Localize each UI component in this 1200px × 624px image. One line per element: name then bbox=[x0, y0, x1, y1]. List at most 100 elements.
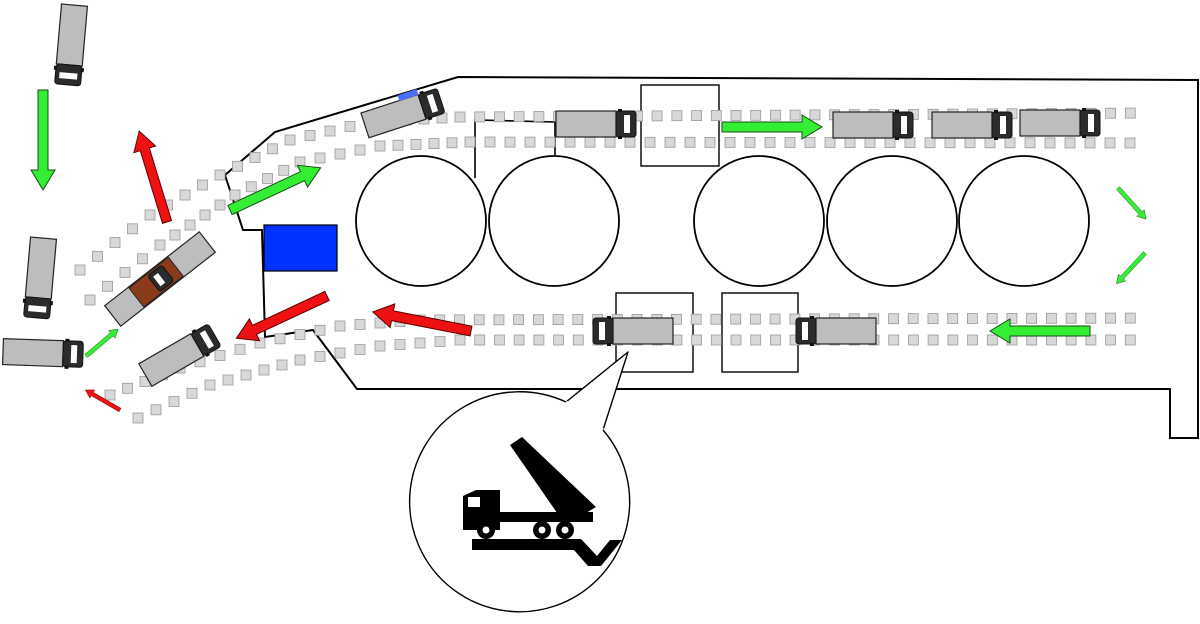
track-marker bbox=[314, 324, 326, 336]
track-marker bbox=[278, 164, 290, 176]
track-marker bbox=[584, 136, 596, 148]
track-marker bbox=[132, 412, 144, 424]
track-marker bbox=[644, 136, 656, 148]
track-marker bbox=[258, 364, 270, 376]
truck bbox=[931, 109, 1013, 141]
track-marker bbox=[884, 137, 896, 149]
track-marker bbox=[284, 134, 296, 146]
track-marker bbox=[344, 121, 356, 132]
track-marker bbox=[1085, 334, 1097, 346]
green-arrow bbox=[30, 89, 56, 191]
truck bbox=[1019, 107, 1101, 139]
track-marker bbox=[730, 110, 742, 121]
track-marker bbox=[724, 136, 736, 148]
track-marker bbox=[1105, 312, 1116, 324]
track-marker bbox=[493, 314, 505, 326]
track-marker bbox=[473, 314, 485, 326]
track-marker bbox=[710, 334, 722, 346]
track-marker bbox=[552, 314, 564, 326]
track-marker bbox=[533, 111, 545, 122]
track-marker bbox=[824, 137, 836, 148]
track-marker bbox=[119, 267, 131, 278]
track-marker bbox=[1004, 137, 1016, 149]
track-marker bbox=[544, 136, 556, 148]
track-marker bbox=[154, 239, 166, 251]
truck bbox=[137, 321, 223, 389]
track-marker bbox=[967, 334, 978, 346]
track-marker bbox=[374, 140, 386, 152]
track-marker bbox=[513, 334, 525, 346]
truck bbox=[832, 109, 914, 141]
truck-roof-marker bbox=[397, 89, 419, 101]
track-marker bbox=[967, 313, 978, 324]
storage-tank bbox=[826, 155, 958, 287]
track-marker bbox=[334, 320, 346, 332]
track-marker bbox=[651, 110, 663, 122]
track-marker bbox=[434, 336, 446, 347]
track-marker bbox=[671, 110, 683, 122]
track-marker bbox=[710, 110, 722, 121]
track-marker bbox=[484, 136, 496, 148]
track-marker bbox=[844, 137, 856, 149]
track-marker bbox=[204, 379, 216, 391]
track-marker bbox=[664, 136, 676, 148]
track-marker bbox=[1105, 107, 1116, 119]
track-marker bbox=[144, 209, 156, 221]
track-marker bbox=[888, 313, 899, 325]
track-marker bbox=[304, 130, 316, 141]
track-marker bbox=[1085, 312, 1097, 324]
track-marker bbox=[504, 136, 516, 148]
green-arrow bbox=[82, 324, 122, 361]
track-marker bbox=[704, 136, 716, 148]
track-marker bbox=[234, 343, 246, 355]
track-marker bbox=[214, 169, 226, 181]
track-marker bbox=[904, 137, 916, 149]
track-marker bbox=[169, 229, 181, 241]
track-marker bbox=[1105, 334, 1116, 346]
loaded-truck bbox=[103, 230, 217, 328]
track-marker bbox=[267, 143, 278, 155]
storage-tank bbox=[355, 155, 487, 287]
storage-tank bbox=[958, 155, 1090, 287]
track-marker bbox=[150, 404, 162, 416]
track-marker bbox=[199, 209, 211, 221]
track-marker bbox=[1024, 137, 1036, 149]
track-marker bbox=[789, 109, 801, 121]
track-marker bbox=[524, 136, 536, 148]
track-marker bbox=[314, 351, 326, 362]
track-marker bbox=[750, 313, 761, 325]
red-arrow bbox=[82, 385, 123, 415]
track-marker bbox=[924, 137, 936, 149]
track-marker bbox=[744, 136, 756, 148]
track-marker bbox=[804, 137, 816, 148]
track-marker bbox=[454, 111, 466, 123]
track-marker bbox=[276, 359, 288, 371]
track-marker bbox=[414, 337, 426, 349]
track-marker bbox=[454, 334, 466, 346]
track-marker bbox=[927, 313, 939, 325]
track-marker bbox=[1046, 312, 1057, 324]
track-marker bbox=[354, 344, 366, 355]
track-marker bbox=[294, 329, 306, 340]
track-marker bbox=[710, 313, 722, 325]
track-marker bbox=[690, 313, 702, 325]
track-marker bbox=[604, 136, 616, 148]
truck bbox=[795, 315, 877, 347]
track-marker bbox=[446, 137, 458, 149]
track-marker bbox=[249, 152, 261, 163]
track-marker bbox=[564, 136, 576, 148]
truck bbox=[51, 3, 91, 87]
track-marker bbox=[947, 313, 959, 324]
track-marker bbox=[374, 340, 386, 352]
track-marker bbox=[1006, 312, 1018, 324]
track-marker bbox=[1104, 137, 1116, 149]
track-marker bbox=[1044, 137, 1056, 149]
track-marker bbox=[1124, 107, 1136, 119]
track-marker bbox=[624, 136, 636, 148]
track-marker bbox=[1124, 137, 1136, 149]
track-marker bbox=[964, 137, 976, 149]
track-marker bbox=[1064, 137, 1076, 149]
track-marker bbox=[764, 136, 776, 148]
